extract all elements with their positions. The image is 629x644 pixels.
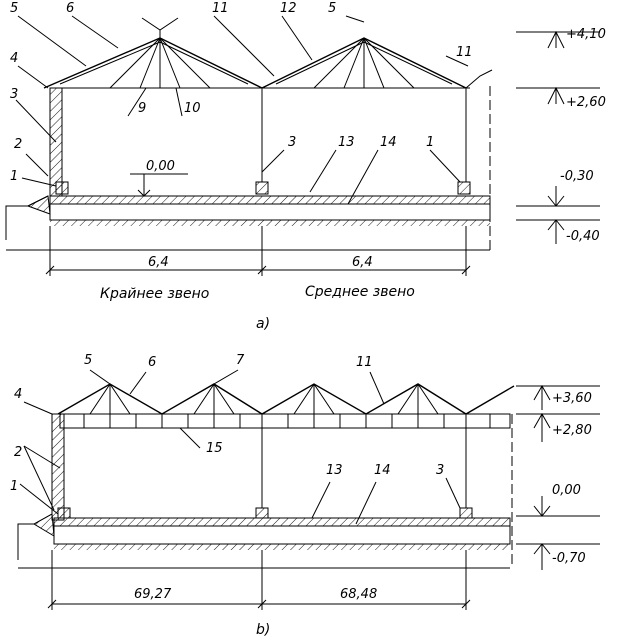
callout-a-12: 12 xyxy=(280,1,297,16)
callout-a-9: 9 xyxy=(138,101,146,116)
callout-b-2: 2 xyxy=(14,445,22,460)
level-a-4: -0,40 xyxy=(566,229,600,244)
callout-a-3b: 3 xyxy=(288,135,296,150)
callout-b-3: 3 xyxy=(436,463,444,478)
level-a-3: -0,30 xyxy=(560,169,594,184)
dim-b-2: 68,48 xyxy=(340,587,377,602)
callout-a-11b: 11 xyxy=(456,45,473,60)
level-b-2: +2,80 xyxy=(552,423,592,438)
callout-b-6: 6 xyxy=(148,355,156,370)
diagram-b: 69,27 68,48 b) +3,60 +2,80 0,00 -0,70 5 xyxy=(10,353,600,638)
caption-a: a) xyxy=(256,316,270,332)
dim-b-1: 69,27 xyxy=(134,587,172,602)
callout-a-14: 14 xyxy=(380,135,397,150)
callout-b-14: 14 xyxy=(374,463,391,478)
dim-a-1: 6,4 xyxy=(148,255,169,270)
callout-a-5: 5 xyxy=(10,1,18,16)
callout-a-5b: 5 xyxy=(328,1,336,16)
lattice-beam-b xyxy=(59,413,511,429)
callout-a-1: 1 xyxy=(10,169,18,184)
span-label-middle: Среднее звено xyxy=(305,284,415,300)
slab-a xyxy=(49,195,491,205)
callout-a-13: 13 xyxy=(338,135,355,150)
callout-a-6: 6 xyxy=(66,1,74,16)
callout-b-7: 7 xyxy=(236,353,245,368)
callouts-b: 5 6 7 11 4 15 2 1 13 14 3 xyxy=(10,353,461,525)
callout-a-4: 4 xyxy=(10,51,18,66)
zero-mark-a: 0,00 xyxy=(146,159,175,174)
callout-b-13: 13 xyxy=(326,463,343,478)
callout-a-3: 3 xyxy=(10,87,18,102)
callout-a-2: 2 xyxy=(14,137,22,152)
level-b-3: 0,00 xyxy=(552,483,581,498)
level-b-1: +3,60 xyxy=(552,391,592,406)
callouts-a: 5 6 11 12 5 11 4 3 9 10 2 1 3 1 xyxy=(10,1,473,205)
callout-b-11: 11 xyxy=(356,355,373,370)
callout-b-5: 5 xyxy=(84,353,92,368)
callout-a-11: 11 xyxy=(212,1,229,16)
callout-b-1: 1 xyxy=(10,479,18,494)
level-a-1: +4,10 xyxy=(566,27,606,42)
level-a-2: +2,60 xyxy=(566,95,606,110)
callout-a-10: 10 xyxy=(184,101,201,116)
roof-b xyxy=(57,383,515,415)
diagram-a: 0,00 6,4 6,4 Крайнее звено Среднее звено… xyxy=(5,1,606,332)
callout-b-4: 4 xyxy=(14,387,22,402)
callout-b-15: 15 xyxy=(206,441,223,456)
slab-b xyxy=(53,517,511,527)
dim-a-2: 6,4 xyxy=(352,255,373,270)
span-label-outer: Крайнее звено xyxy=(100,286,209,302)
level-markers-a: +4,10 +2,60 -0,30 -0,40 xyxy=(516,27,606,244)
caption-b: b) xyxy=(256,622,270,638)
callout-a-1b: 1 xyxy=(426,135,434,150)
level-markers-b: +3,60 +2,80 0,00 -0,70 xyxy=(516,384,600,570)
level-b-4: -0,70 xyxy=(552,551,586,566)
